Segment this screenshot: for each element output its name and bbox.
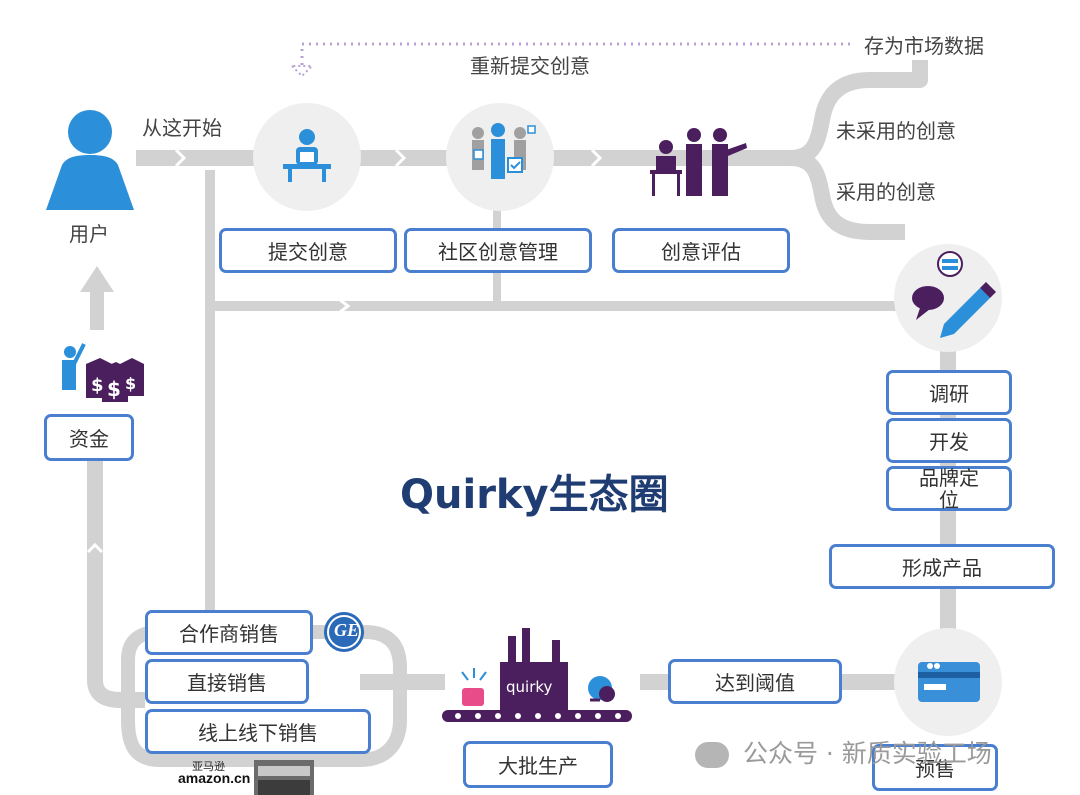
product-box: 形成产品: [829, 544, 1055, 589]
rejected-label: 未采用的创意: [836, 119, 956, 143]
credit-card-icon: [918, 662, 980, 702]
svg-text:$: $: [91, 375, 104, 396]
mass-production-box: 大批生产: [463, 741, 613, 788]
partner-sales-box: 合作商销售: [145, 610, 313, 655]
funds-flow-path: [87, 460, 145, 708]
adopted-label: 采用的创意: [836, 180, 936, 204]
evaluate-box: 创意评估: [612, 228, 790, 273]
sales-loop-path: [121, 625, 407, 767]
wechat-icon: [695, 742, 729, 768]
amazon-logo-text: amazon.cn: [178, 770, 251, 786]
amazon-cn-label: 亚马逊: [192, 760, 225, 773]
start-here-label: 从这开始: [142, 116, 222, 140]
user-icon: [46, 110, 134, 210]
develop-box: 开发: [886, 418, 1012, 463]
laptop-person-icon: [283, 129, 331, 182]
research-box: 调研: [886, 370, 1012, 415]
speech-pencil-icon: [912, 251, 996, 338]
watermark: 公众号 · 新质实验工场: [695, 734, 992, 770]
money-tags-icon: $ $ $: [62, 343, 144, 402]
direct-sales-box: 直接销售: [145, 659, 309, 704]
ge-logo-text: GE: [334, 620, 360, 640]
watermark-text: 公众号 · 新质实验工场: [742, 739, 992, 768]
save-market-label: 存为市场数据: [864, 34, 984, 58]
svg-text:$: $: [107, 377, 121, 401]
resubmit-label: 重新提交创意: [470, 54, 590, 78]
resubmit-dotted-line: [300, 42, 850, 70]
svg-text:$: $: [125, 374, 136, 393]
arrow-up-icon: [80, 266, 114, 292]
threshold-box: 达到阈值: [668, 659, 842, 704]
online-offline-box: 线上线下销售: [145, 709, 371, 754]
community-box: 社区创意管理: [404, 228, 592, 273]
submit-idea-box: 提交创意: [219, 228, 397, 273]
brand-box: 品牌定位: [886, 466, 1012, 511]
diagram-title: Quirky生态圈: [400, 472, 669, 518]
funds-box: 资金: [44, 414, 134, 461]
factory-icon: [442, 628, 632, 722]
community-people-icon: [472, 123, 536, 179]
user-label: 用户: [69, 222, 109, 246]
adopted-flow-path: [789, 150, 905, 240]
presale-box: 预售: [872, 744, 998, 791]
evaluation-people-icon: [650, 128, 747, 196]
ge-logo-icon: [324, 612, 364, 652]
quirky-logo-text: quirky: [506, 678, 553, 696]
